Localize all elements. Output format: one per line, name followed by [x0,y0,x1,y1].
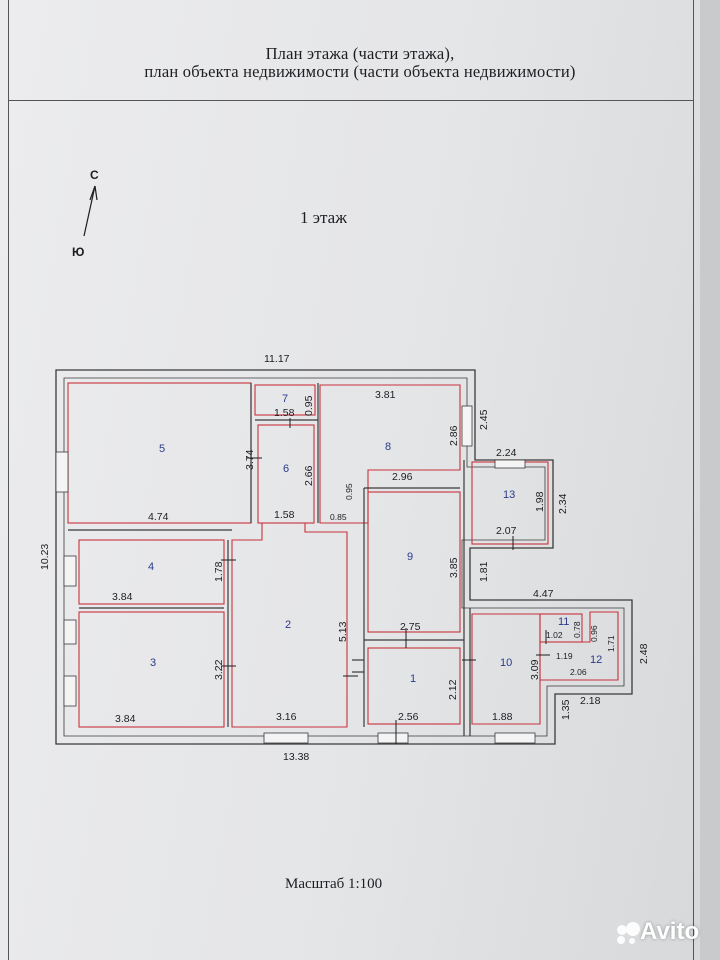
dim-room13-height: 1.98 [534,491,546,512]
dim-outer-2-18: 2.18 [580,695,601,707]
document-title-line-2: план объекта недвижимости (части объекта… [144,62,576,81]
avito-logo-icon [617,922,640,944]
windows [55,405,536,744]
window-room-10 [494,732,536,744]
room-number-10: 10 [500,657,512,669]
room-2-outline [231,522,348,728]
room-9-outline [367,491,461,633]
room-4-outline [78,539,225,605]
dim-room8-bottom: 2.96 [392,471,413,483]
dim-outer-bottom: 13.38 [283,751,309,763]
dim-outer-top: 11.17 [264,353,290,365]
interior-walls [68,383,471,736]
dim-room3-height: 3.22 [213,659,225,680]
dim-room3-width: 3.84 [115,713,136,725]
header-rule [8,100,693,101]
dim-room8-step-width: 0.85 [330,512,347,522]
page-edge [700,0,720,960]
dim-room12-bottom: 2.06 [570,667,587,677]
window-room-2 [263,732,309,744]
dim-room9-width: 2.75 [400,621,421,633]
scale-label: Масштаб 1:100 [285,876,383,892]
room-number-1: 1 [410,673,416,685]
room-numbers: 5 4 3 2 7 6 8 9 1 10 11 12 13 [148,393,602,685]
room-8-outline [319,384,461,524]
dim-outer-2-45: 2.45 [478,409,490,430]
outer-wall [55,369,633,745]
dim-room10-height: 3.09 [529,659,541,680]
room-number-13: 13 [503,489,515,501]
room-number-2: 2 [285,619,291,631]
outer-dimensions: 11.17 10.23 13.38 2.45 2.34 1.81 4.47 2.… [39,353,650,763]
dim-room5-width: 4.74 [148,511,169,523]
dim-room6-height: 2.66 [303,465,315,486]
window-room-8 [461,405,473,447]
dim-room13-top: 2.24 [496,447,517,459]
window-room-4 [63,555,77,587]
dim-room8-right: 2.86 [448,425,460,446]
room-number-5: 5 [159,443,165,455]
dim-room12-height: 0.96 [589,625,599,642]
compass-arrow-icon [83,185,98,237]
document-title-line-1: План этажа (части этажа), [265,44,455,63]
room-dimensions: 4.74 3.74 3.84 1.78 3.84 3.22 3.16 5.13 … [112,389,599,725]
dim-room2-width: 3.16 [276,711,297,723]
dim-outer-2-34: 2.34 [557,493,569,514]
dim-room4-width: 3.84 [112,591,133,603]
dim-room9-height: 3.85 [448,557,460,578]
dim-room6-width: 1.58 [274,509,295,521]
dim-room2-height: 5.13 [337,621,349,642]
window-room-1 [377,732,409,744]
dim-room4-height: 1.78 [213,561,225,582]
dim-outer-4-47: 4.47 [533,588,554,600]
room-number-3: 3 [150,657,156,669]
floor-label: 1 этаж [300,208,347,227]
dim-outer-left: 10.23 [39,544,51,570]
room-number-4: 4 [148,561,154,573]
dim-room13-bottom: 2.07 [496,525,517,537]
frame-right-line [693,0,694,960]
dim-room7-width: 1.58 [274,407,295,419]
dim-outer-2-48: 2.48 [638,643,650,664]
dim-room1-width: 2.56 [398,711,419,723]
window-room-3-b [63,675,77,707]
compass-south-letter: Ю [72,245,85,259]
dim-room10-width: 1.88 [492,711,513,723]
room-12-outline [539,611,619,681]
room-number-12: 12 [590,654,602,666]
room-3-outline [78,611,225,728]
room-number-6: 6 [283,463,289,475]
dim-room1-height: 2.12 [447,679,459,700]
window-room-13 [494,459,526,469]
room-number-11: 11 [558,616,569,628]
dim-outer-1-71: 1.71 [606,635,616,652]
door-marks [221,418,550,744]
dim-room11-width: 1.02 [546,630,563,640]
room-number-9: 9 [407,551,413,563]
dim-room7-height: 0.95 [303,395,315,416]
room-7-outline [254,384,316,416]
dim-room11-height: 0.78 [572,621,582,638]
dim-room8-step-height: 0.95 [344,483,354,500]
compass-north-letter: С [90,168,99,182]
room-1-outline [367,647,461,725]
window-room-5 [55,451,69,493]
dim-room8-top: 3.81 [375,389,396,401]
dim-outer-1-81: 1.81 [478,561,490,582]
room-6-outline [257,424,315,524]
room-number-7: 7 [282,393,288,405]
watermark-text: Avito [640,918,700,945]
room-10-outline [471,613,541,725]
window-room-3-a [63,619,77,645]
dim-room12-width: 1.19 [556,651,573,661]
dim-room5-height: 3.74 [244,449,256,470]
dim-outer-1-35: 1.35 [560,699,572,720]
room-number-8: 8 [385,441,391,453]
frame-left-line [8,0,9,960]
